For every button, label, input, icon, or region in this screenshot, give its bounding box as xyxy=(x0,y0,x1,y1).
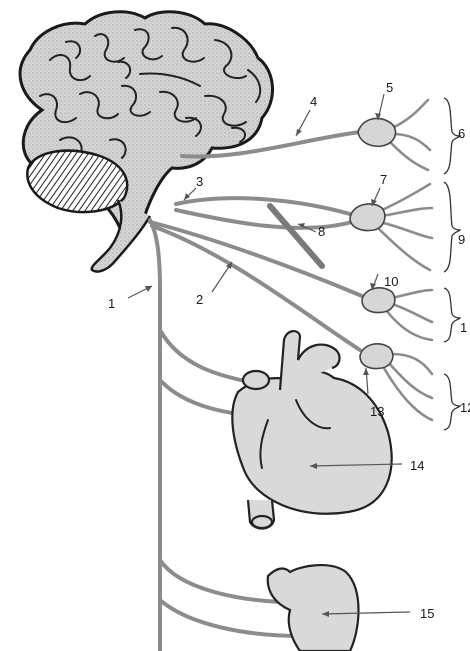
fiber-11c xyxy=(386,310,432,340)
fiber-9a xyxy=(382,184,430,210)
nerve-2 xyxy=(176,210,352,228)
label-2: 2 xyxy=(196,292,203,307)
arrowhead-4 xyxy=(296,129,302,136)
label-5: 5 xyxy=(386,80,393,95)
label-13: 13 xyxy=(370,404,384,419)
vagus-trunk xyxy=(150,220,160,651)
ganglion-13 xyxy=(360,344,393,369)
fiber-12a xyxy=(392,354,432,374)
label-6: 6 xyxy=(458,126,465,141)
brace-12 xyxy=(444,374,460,430)
label-15: 15 xyxy=(420,606,434,621)
label-8: 8 xyxy=(318,224,325,239)
fiber-9c xyxy=(380,222,432,238)
fiber-6a xyxy=(392,100,428,128)
nerve-to-ganglion-10 xyxy=(150,222,362,296)
fiber-9b xyxy=(382,208,432,216)
stomach-body xyxy=(268,565,359,651)
cardiac-branch-1 xyxy=(160,330,250,382)
label-1: 1 xyxy=(108,296,115,311)
vena-cava-opening xyxy=(252,516,272,528)
superior-vena-cava xyxy=(243,371,269,389)
fiber-11a xyxy=(392,290,432,298)
nerve-cut-bar xyxy=(270,206,322,266)
arrowhead-3 xyxy=(184,193,190,200)
label-9: 9 xyxy=(458,232,465,247)
nerve-to-ganglion-13 xyxy=(152,226,360,350)
gastric-branch-2 xyxy=(160,600,300,636)
ganglion-5 xyxy=(358,118,395,146)
fiber-6b xyxy=(392,134,430,150)
arrowhead-13 xyxy=(363,368,369,375)
ganglion-10 xyxy=(362,288,395,313)
label-12: 12 xyxy=(460,400,470,415)
nerve-3 xyxy=(176,198,350,214)
brace-9 xyxy=(444,182,460,272)
stomach xyxy=(268,565,359,651)
label-11: 1 xyxy=(460,320,467,335)
label-3: 3 xyxy=(196,174,203,189)
ganglia xyxy=(350,118,395,368)
gastric-branch-1 xyxy=(160,560,280,602)
fiber-11b xyxy=(392,304,432,322)
label-10: 10 xyxy=(384,274,398,289)
label-7: 7 xyxy=(380,172,387,187)
label-4: 4 xyxy=(310,94,317,109)
brain xyxy=(20,12,272,272)
ganglion-7 xyxy=(350,204,385,231)
brace-11 xyxy=(444,288,460,342)
target-braces xyxy=(444,98,460,430)
label-14: 14 xyxy=(410,458,424,473)
